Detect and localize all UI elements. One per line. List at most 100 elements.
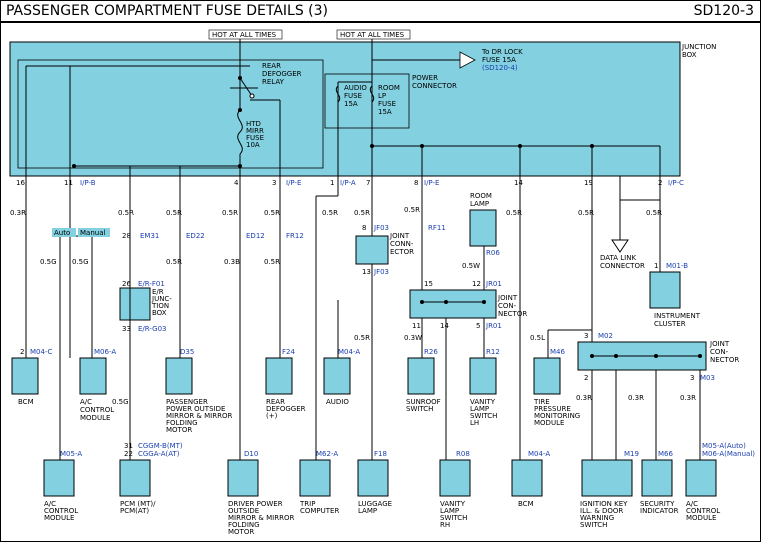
pin-name-ipe2: I/P-E	[424, 179, 439, 187]
instrument-cluster	[649, 271, 681, 309]
audio-unit	[323, 357, 351, 395]
connector-fr12: FR12	[286, 232, 304, 240]
diagram-code: SD120-3	[693, 3, 754, 19]
pass-mirror-label-1: PASSENGER	[166, 398, 208, 406]
to-doorlock-label-2: FUSE 15A	[482, 56, 516, 64]
security-indicator	[641, 459, 673, 497]
room-fuse-label-3: FUSE	[378, 100, 396, 108]
pin-31: 31	[124, 442, 133, 450]
joint-connector-jr01	[409, 289, 497, 319]
connector-r08: R08	[456, 450, 470, 458]
wire-label-7: 0.5R	[404, 206, 420, 214]
connector-m05b: M05-A(Auto)	[702, 442, 746, 450]
joint-1-label-2: CONN-	[390, 240, 414, 248]
mirror-fuse-label-2: MIRR	[246, 127, 264, 135]
connector-m66: M66	[658, 450, 673, 458]
vanity-rh-label-2: LAMP	[440, 507, 459, 515]
vanity-lh-label-3: SWITCH	[470, 412, 497, 420]
luggage-lamp	[357, 459, 389, 497]
ac-module-right	[685, 459, 717, 497]
room-fuse-label-4: 15A	[378, 108, 392, 116]
wire-label-16: 0.3W	[404, 334, 422, 342]
passenger-mirror	[165, 357, 193, 395]
driver-mirror-label-5: MOTOR	[228, 528, 254, 536]
pin-2b: 2	[584, 374, 588, 382]
ignition-key-switch	[581, 459, 633, 497]
room-lamp-label-2: LAMP	[470, 200, 489, 208]
er-junction-box	[119, 287, 151, 321]
pass-mirror-label-4: FOLDING	[166, 419, 198, 427]
joint-2-label-3: NECTOR	[498, 310, 527, 318]
driver-mirror-label-3: MIRROR & MIRROR	[228, 514, 294, 522]
pin-22: 22	[124, 450, 133, 458]
data-link-connector	[611, 239, 629, 253]
data-link-label-2: CONNECTOR	[600, 262, 645, 270]
defogger-label-2: DEFOGGER	[266, 405, 306, 413]
connector-m05a: M05-A	[60, 450, 82, 458]
connector-f18: F18	[374, 450, 387, 458]
pin-16: 16	[16, 179, 25, 187]
room-lamp-label-1: ROOM	[470, 192, 492, 200]
pin-name-ipe: I/P-E	[286, 179, 301, 187]
power-connector-label-2: CONNECTOR	[412, 82, 457, 90]
connector-em31: EM31	[140, 232, 159, 240]
connector-f24: F24	[282, 348, 295, 356]
wire-label-21: 0.3R	[680, 394, 696, 402]
pin-name-ipa: I/P-A	[340, 179, 356, 187]
bcm-bottom	[511, 459, 543, 497]
connector-d35: D35	[180, 348, 194, 356]
wire-label-20: 0.3R	[576, 394, 592, 402]
defogger-relay-label-2: DEFOGGER	[262, 70, 302, 78]
ac-right-label-3: MODULE	[686, 514, 716, 522]
vanity-lh-label-4: LH	[470, 419, 479, 427]
hot-at-all-times-2: HOT AT ALL TIMES	[340, 31, 405, 39]
wire-label-6: 0.5R	[354, 209, 370, 217]
mirror-fuse-label-4: 10A	[246, 141, 260, 149]
room-fuse-label-2: LP	[378, 92, 386, 100]
pin-33: 33	[122, 325, 131, 333]
defogger-label-1: REAR	[266, 398, 285, 406]
security-label-1: SECURITY	[640, 500, 675, 508]
vanity-rh-label-3: SWITCH	[440, 514, 467, 522]
hot-label-box-1	[208, 29, 283, 40]
wire-label-0: 0.3R	[10, 209, 26, 217]
connector-m46: M46	[550, 348, 565, 356]
auto-label: Auto	[54, 229, 70, 237]
pin-7: 7	[366, 179, 370, 187]
diagram-title: PASSENGER COMPARTMENT FUSE DETAILS (3)	[6, 3, 328, 19]
junction-inner-frame	[17, 59, 324, 169]
joint-1-label-1: JOINT	[389, 232, 410, 240]
pin-28: 28	[122, 232, 131, 240]
connector-r06: R06	[486, 249, 500, 257]
connector-d10: D10	[244, 450, 258, 458]
wire-label-22: 0.3R	[628, 394, 644, 402]
bcm-top	[11, 357, 39, 395]
vanity-lh-label-2: LAMP	[470, 405, 489, 413]
defogger-relay-label-1: REAR	[262, 62, 281, 70]
pass-mirror-label-3: MIRROR & MIRROR	[166, 412, 232, 420]
connector-m04a: M04-A	[338, 348, 360, 356]
wire-label-19: 0.5L	[530, 334, 545, 342]
luggage-label-2: LAMP	[358, 507, 377, 515]
pin-16b: 1	[654, 262, 658, 270]
pin-3: 3	[272, 179, 276, 187]
ac-bottom-label-1: A/C	[44, 500, 56, 508]
hot-label-box-2	[336, 29, 411, 40]
wire-label-11: 0.5G	[72, 258, 89, 266]
er-junction-label-4: BOX	[152, 309, 167, 317]
room-lamp	[469, 209, 497, 247]
bcm-top-label: BCM	[18, 398, 34, 406]
connector-cggm: CGGM-B(MT)	[138, 442, 183, 450]
connector-jr01-b: JR01	[485, 322, 502, 330]
luggage-label-1: LUGGAGE	[358, 500, 392, 508]
wire-label-2: 0.5R	[166, 209, 182, 217]
pin-8b: 8	[362, 224, 366, 232]
wire-label-9: 0.5R	[578, 209, 594, 217]
tire-label-3: MONITORING	[534, 412, 580, 420]
connector-m02: M02	[598, 332, 613, 340]
ac-top-label-1: A/C	[80, 398, 92, 406]
driver-mirror	[227, 459, 259, 497]
pin-13: 13	[362, 268, 371, 276]
connector-er-g03: E/R-G03	[138, 325, 166, 333]
to-doorlock-label-1: To DR LOCK	[481, 48, 523, 56]
